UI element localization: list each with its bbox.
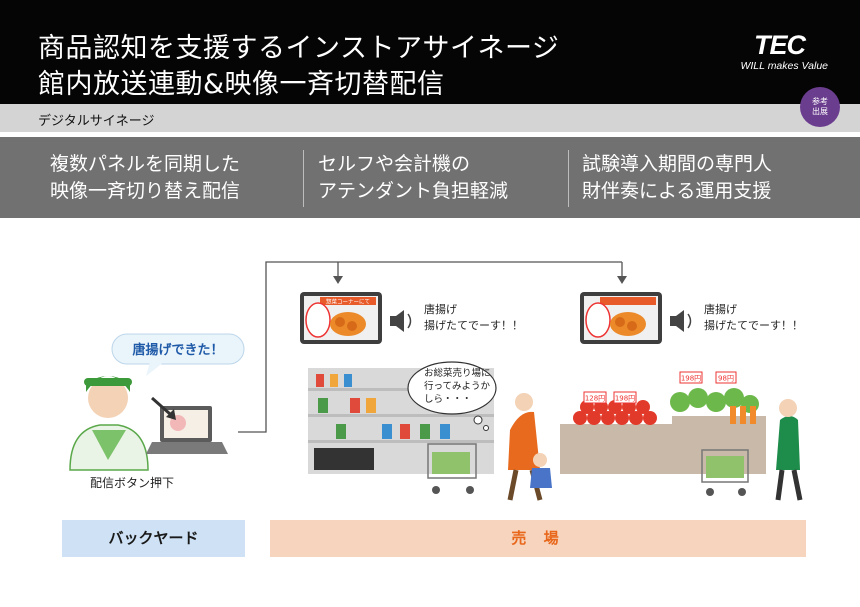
speaker-icon (390, 310, 412, 332)
badge-line1: 参考 (812, 97, 828, 106)
feature-1: 複数パネルを同期した 映像一斉切り替え配信 (50, 151, 240, 205)
produce-display: 128円 198円 198円 98円 (560, 371, 766, 474)
announcement-right-line1: 唐揚げ (704, 302, 737, 316)
screen-banner-text: 惣菜コーナーにて (326, 298, 370, 306)
price-tag: 128円 (583, 391, 607, 404)
distribution-lines (238, 261, 623, 433)
signage-diagram: 唐揚げできた！ 配信ボタン押下 惣菜コーナーにて 唐揚げ 揚げたてでーす！！ (69, 261, 803, 501)
price-tag-text: 198円 (615, 395, 635, 403)
page-title-line1: 商品認知を支援するインストアサイネージ (38, 33, 560, 64)
category-label: デジタルサイネージ (38, 114, 155, 129)
feature-1-line2: 映像一斉切り替え配信 (50, 180, 241, 202)
signage-screen-right (580, 292, 662, 344)
announcement-right-line2: 揚げたてでーす！！ (704, 319, 803, 332)
reference-exhibit-badge: 参考 出展 (800, 87, 840, 127)
thought-line3: しら・・・ (424, 394, 472, 405)
backyard-label: バックヤード (62, 520, 245, 557)
thought-line2: 行ってみようか (424, 380, 491, 392)
feature-2: セルフや会計機の アテンダント負担軽減 (318, 151, 508, 205)
price-tag-text: 98円 (718, 375, 734, 383)
thought-line1: お総菜売り場に (424, 367, 491, 379)
feature-3-line1: 試験導入期間の専門人 (582, 153, 773, 175)
announcement-left-line2: 揚げたてでーす！！ (424, 319, 523, 332)
price-tag: 198円 (613, 391, 637, 404)
feature-divider (303, 150, 304, 207)
staff-figure (69, 376, 149, 471)
feature-2-line1: セルフや会計機の (318, 153, 471, 175)
sales-floor-label: 売 場 (270, 520, 806, 557)
feature-3: 試験導入期間の専門人 財伴奏による運用支援 (582, 151, 772, 205)
logo-wordmark: TEC (754, 30, 806, 60)
staff-speech-bubble: 唐揚げできた！ (111, 333, 245, 376)
category-bar: デジタルサイネージ (0, 104, 860, 132)
feature-divider (568, 150, 569, 207)
shopper-with-child (427, 393, 552, 501)
laptop-icon (146, 396, 228, 454)
price-tag: 198円 (679, 371, 703, 384)
announcement-left-line1: 唐揚げ (424, 302, 457, 316)
shopper-with-cart (701, 399, 803, 501)
shopper-thought-bubble: お総菜売り場に 行ってみようか しら・・・ (407, 361, 497, 431)
feature-1-line1: 複数パネルを同期した (50, 153, 241, 175)
header-band: 商品認知を支援するインストアサイネージ 館内放送連動&映像一斉切替配信 TEC … (0, 0, 860, 104)
feature-3-line2: 財伴奏による運用支援 (582, 180, 772, 202)
price-tag: 98円 (715, 371, 737, 384)
tec-logo: TEC WILL makes Value (718, 30, 828, 74)
speaker-icon (670, 310, 692, 332)
feature-band: 複数パネルを同期した 映像一斉切り替え配信 セルフや会計機の アテンダント負担軽… (0, 137, 860, 218)
price-tag-text: 198円 (681, 375, 701, 383)
staff-bubble-text: 唐揚げできた！ (132, 342, 223, 358)
signage-screen-left: 惣菜コーナーにて (300, 292, 382, 344)
page-title-line2: 館内放送連動&映像一斉切替配信 (38, 69, 445, 100)
badge-line2: 出展 (812, 107, 828, 116)
logo-tagline: WILL makes Value (740, 60, 828, 72)
feature-2-line2: アテンダント負担軽減 (318, 180, 509, 202)
arrow-down-icon (333, 276, 627, 284)
staff-caption: 配信ボタン押下 (90, 476, 174, 490)
price-tag-text: 128円 (585, 395, 605, 403)
